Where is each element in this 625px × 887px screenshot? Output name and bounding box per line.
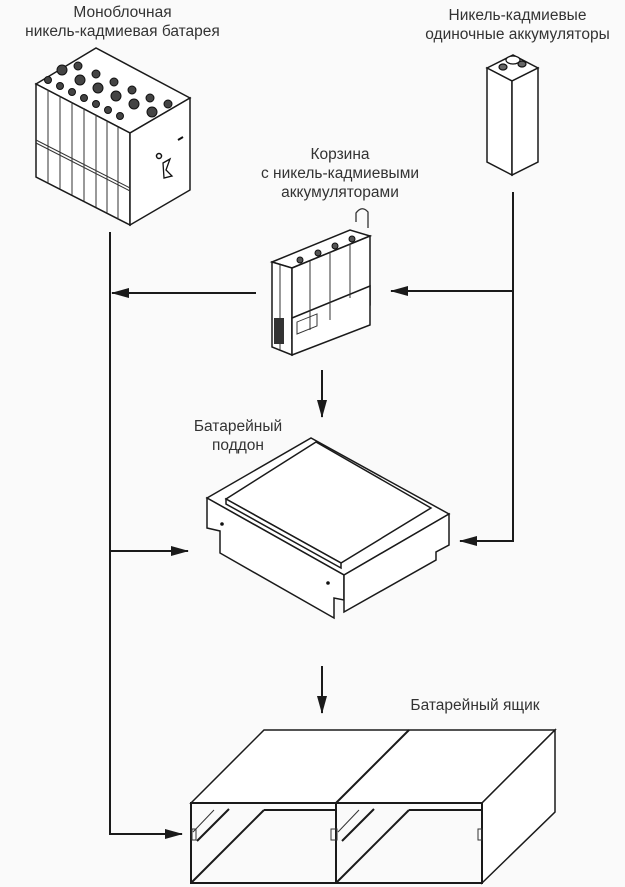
label-box: Батарейный ящик	[395, 696, 555, 715]
label-line: никель-кадмиевая батарея	[25, 23, 220, 40]
label-line: одиночные аккумуляторы	[425, 26, 610, 43]
battery-tray-icon	[205, 437, 451, 620]
label-line: Моноблочная	[73, 4, 172, 21]
label-monoblock: Моноблочная никель-кадмиевая батарея	[10, 3, 235, 41]
battery-crate-icon	[269, 208, 373, 357]
battery-box-icon	[189, 728, 557, 885]
label-line: поддон	[212, 437, 264, 454]
label-line: аккумуляторами	[281, 184, 399, 201]
label-line: Батарейный ящик	[410, 697, 540, 714]
label-line: Батарейный	[193, 418, 283, 435]
monoblock-battery-icon	[34, 47, 192, 227]
label-crate: Корзина с никель-кадмиевыми аккумулятора…	[240, 145, 440, 202]
label-single-cells: Никель-кадмиевые одиночные аккумуляторы	[410, 6, 625, 44]
label-line: Корзина	[310, 146, 370, 163]
label-line: Никель-кадмиевые	[448, 7, 587, 24]
single-cell-icon	[485, 54, 540, 177]
label-line: с никель-кадмиевыми	[260, 165, 420, 182]
label-tray: Батарейный поддон	[178, 417, 298, 455]
